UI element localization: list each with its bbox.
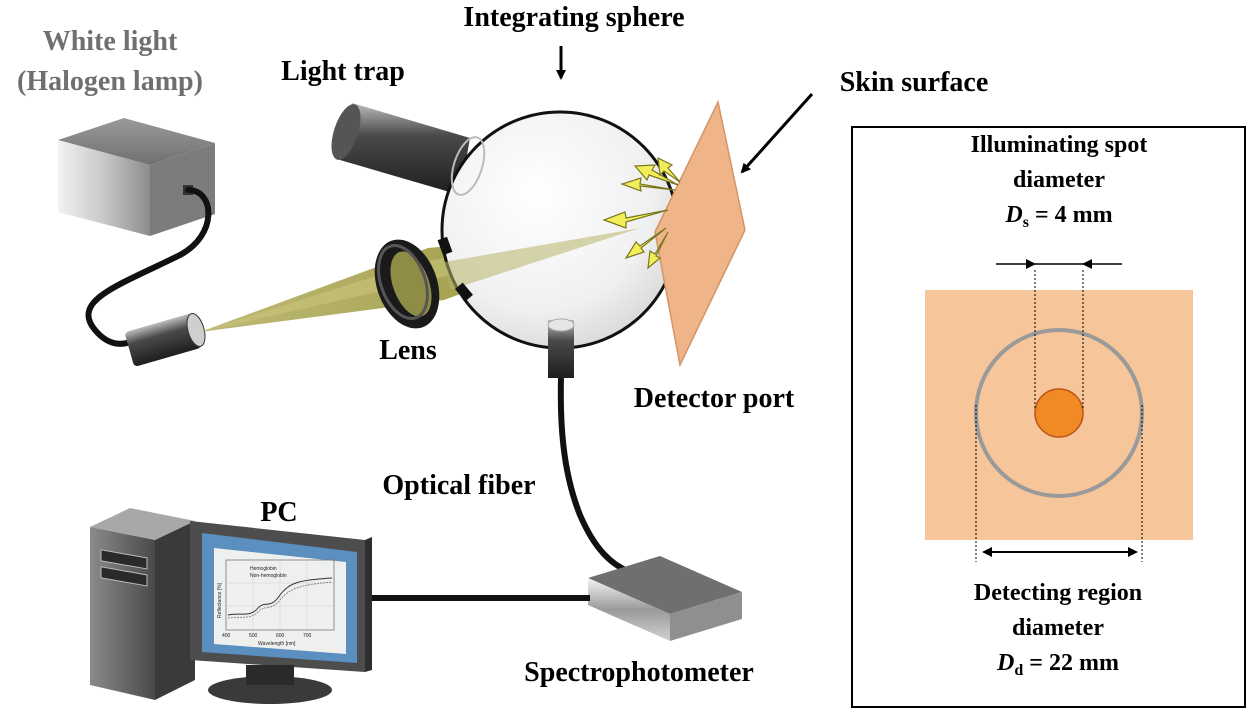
monitor-legend-1: Hemoglobin (250, 566, 277, 572)
detector-port-label: Detector port (634, 383, 795, 414)
illuminating-spot (1034, 388, 1084, 438)
monitor-ylabel: Reflectance [%] (217, 582, 223, 618)
white-light-label-1: White light (43, 26, 178, 57)
detect-label-2: diameter (1012, 615, 1104, 641)
white-light-label-2: (Halogen lamp) (17, 66, 203, 97)
pc (90, 508, 372, 704)
detect-value: Dd = 22 mm (996, 650, 1119, 679)
skin-surface-label: Skin surface (840, 67, 989, 98)
monitor-xtick-4: 700 (303, 633, 312, 639)
scattered-light-arrows (602, 156, 681, 270)
monitor-chart: Hemoglobin Non-hemoglobin 400 500 600 70… (217, 559, 335, 647)
monitor-xtick-1: 400 (222, 633, 231, 639)
monitor-xtick-2: 500 (249, 633, 258, 639)
skin-surface-panel (654, 99, 746, 368)
integrating-sphere (437, 110, 680, 350)
collimator (125, 313, 206, 367)
lamp-fiber-cable (85, 187, 212, 347)
spectrophotometer-label: Spectrophotometer (524, 657, 754, 688)
illum-label-2: diameter (1013, 167, 1105, 193)
skin-surface-arrow (740, 92, 814, 174)
pc-label: PC (260, 497, 297, 528)
monitor-xtick-3: 600 (276, 633, 285, 639)
detect-label-1: Detecting region (974, 580, 1142, 606)
optical-fiber (557, 377, 632, 575)
detector-port-cylinder (547, 318, 575, 378)
integrating-sphere-label: Integrating sphere (463, 2, 684, 33)
light-trap-label: Light trap (281, 56, 405, 87)
monitor-legend-2: Non-hemoglobin (250, 573, 287, 579)
inset-panel: Illuminating spot diameter Ds = 4 mm Det… (851, 126, 1246, 708)
lens (374, 239, 440, 329)
halogen-lamp (58, 118, 215, 236)
illum-label-1: Illuminating spot (971, 132, 1148, 158)
monitor-xlabel: Wavelength [nm] (258, 641, 296, 647)
optical-fiber-label: Optical fiber (382, 470, 535, 501)
lens-label: Lens (379, 335, 437, 366)
spectrophotometer (588, 556, 742, 641)
illum-value: Ds = 4 mm (1004, 202, 1112, 231)
light-trap (331, 103, 470, 195)
